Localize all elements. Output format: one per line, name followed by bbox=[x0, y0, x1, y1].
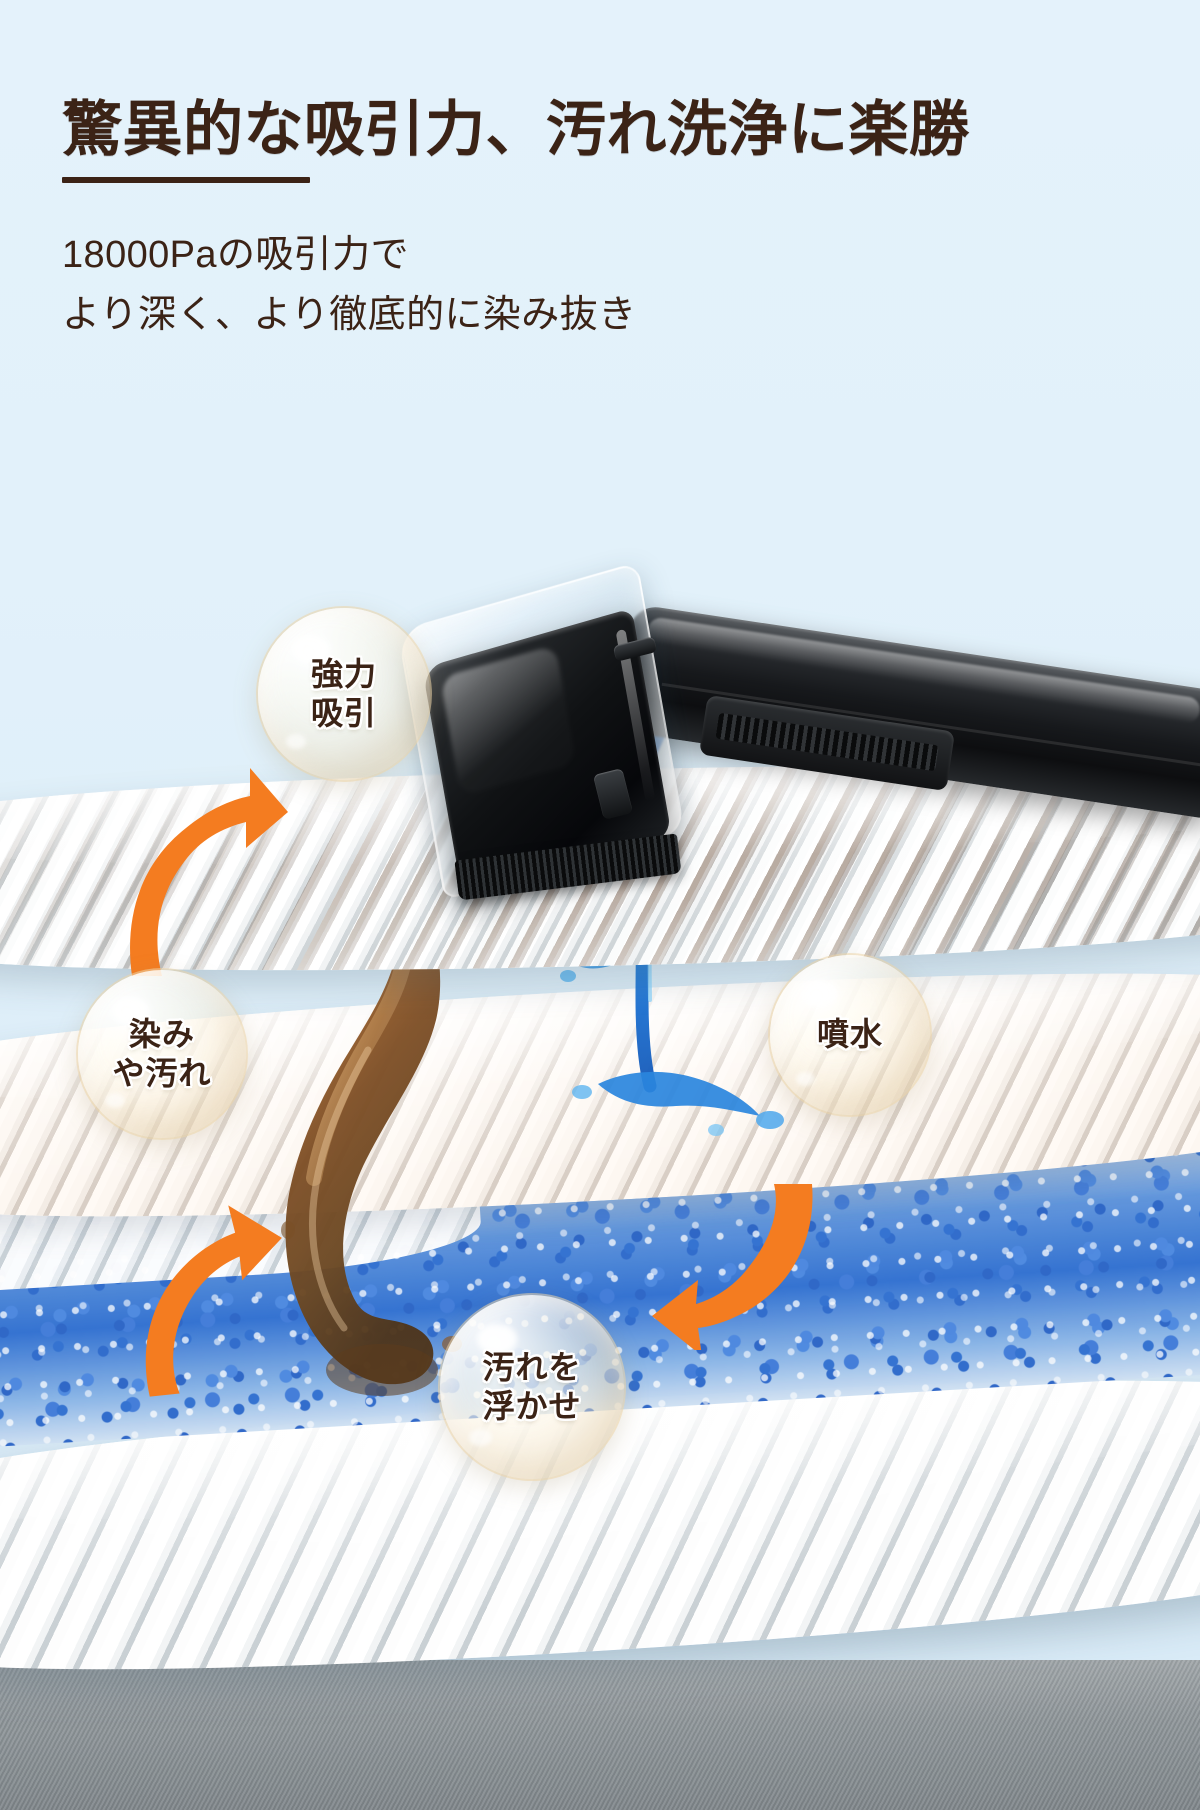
subtitle-block: 18000Paの吸引力で より深く、より徹底的に染み抜き bbox=[62, 225, 1122, 345]
carpet-cleaner-device bbox=[397, 561, 1200, 925]
head-gloss-highlight bbox=[439, 644, 577, 797]
callout-stain-line1: 染み bbox=[128, 1015, 195, 1052]
callout-bubble-stain: 染み や汚れ bbox=[78, 970, 246, 1138]
callout-stain-line2: や汚れ bbox=[112, 1055, 212, 1091]
callout-suction-line1: 強力 bbox=[310, 655, 377, 692]
callout-lift-line2: 浮かせ bbox=[482, 1388, 582, 1424]
callout-bubble-lift: 汚れを 浮かせ bbox=[440, 1295, 624, 1479]
page-title: 驚異的な吸引力、汚れ洗浄に楽勝 bbox=[62, 96, 970, 163]
floor-surface bbox=[0, 1660, 1200, 1810]
subtitle-line-1: 18000Paの吸引力で bbox=[62, 234, 409, 277]
callout-spray-line1: 噴水 bbox=[816, 1016, 883, 1053]
subtitle-line-2: より深く、より徹底的に染み抜き bbox=[62, 294, 637, 337]
header-block: 驚異的な吸引力、汚れ洗浄に楽勝 18000Paの吸引力で より深く、より徹底的に… bbox=[62, 96, 1122, 345]
title-underline-rule bbox=[62, 177, 310, 184]
callout-lift-line1: 汚れを bbox=[482, 1348, 582, 1385]
callout-suction-line2: 吸引 bbox=[310, 695, 377, 731]
callout-bubble-spray: 噴水 bbox=[770, 955, 930, 1115]
product-demo-illustration: 強力 吸引 染み や汚れ 噴水 汚れを 浮かせ bbox=[0, 470, 1200, 1810]
callout-bubble-suction: 強力 吸引 bbox=[258, 608, 430, 780]
device-body-barrel bbox=[614, 603, 1200, 819]
